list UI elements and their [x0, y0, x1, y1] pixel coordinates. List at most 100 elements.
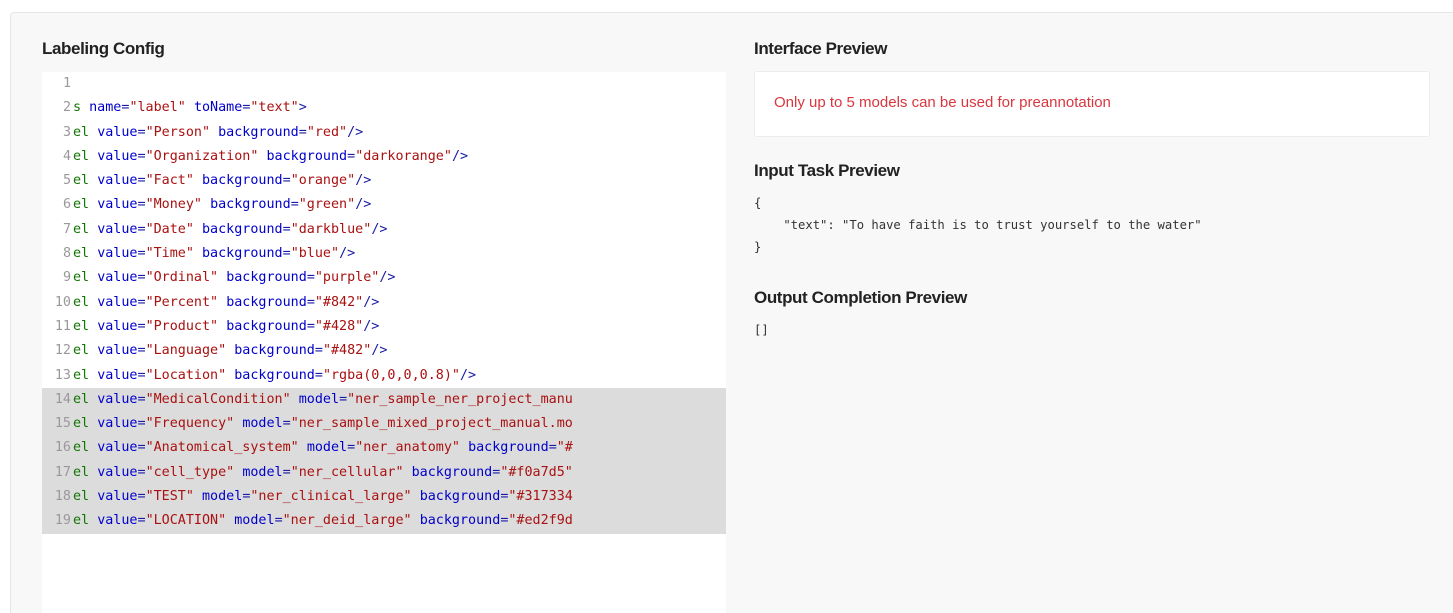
attr-value: "Location" [145, 367, 227, 383]
punctuation: = [339, 391, 348, 407]
attr-value: "Fact" [145, 173, 194, 189]
punctuation: = [298, 124, 307, 140]
attr-value: "#842" [314, 294, 364, 310]
attr-value: "Organization" [145, 148, 259, 164]
punctuation: = [282, 464, 291, 480]
attr-value: "label" [129, 100, 186, 116]
attr-name: model [242, 416, 283, 432]
punctuation: = [347, 148, 356, 164]
punctuation: = [137, 270, 146, 286]
code-text: el value="Percent" background="#842"/> [71, 291, 379, 315]
attr-name: background [226, 318, 307, 334]
attr-name: value [97, 343, 138, 359]
input-task-preview-title: Input Task Preview [754, 161, 900, 180]
attr-value: "# [556, 440, 573, 456]
input-task-json: { "text": "To have faith is to trust you… [754, 196, 1202, 254]
punctuation: /> [339, 246, 356, 262]
line-number: 15 [54, 416, 71, 432]
tag-name: el [73, 173, 90, 189]
punctuation: /> [460, 367, 477, 383]
code-text: el value="MedicalCondition" model="ner_s… [71, 388, 573, 412]
tag-name: el [73, 513, 90, 529]
code-text: el value="Product" background="#428"/> [71, 315, 379, 339]
punctuation: = [137, 367, 146, 383]
attr-value: "green" [298, 197, 356, 213]
line-number: 1 [62, 76, 71, 91]
attr-name: toName [193, 100, 243, 116]
code-text: s name="label" toName="text"> [71, 96, 307, 120]
tag-name: el [73, 197, 90, 213]
code-text: el value="cell_type" model="ner_cellular… [71, 461, 573, 485]
punctuation: /> [371, 343, 388, 359]
attr-name: value [97, 246, 138, 262]
attr-value: "LOCATION" [145, 513, 227, 529]
attr-value: "darkorange" [355, 148, 452, 164]
attr-name: background [234, 343, 315, 359]
attr-value: "ner_anatomy" [355, 440, 460, 456]
attr-name: background [468, 440, 549, 456]
attr-name: value [97, 416, 138, 432]
punctuation: = [290, 197, 299, 213]
code-text: el value="Language" background="#482"/> [71, 339, 387, 363]
attr-name: background [210, 197, 291, 213]
line-number: 17 [54, 464, 71, 480]
punctuation: = [137, 464, 146, 480]
punctuation: /> [371, 221, 388, 237]
punctuation: = [137, 416, 146, 432]
tag-name: el [73, 221, 90, 237]
tag-name: el [73, 440, 90, 456]
attr-value: "TEST" [145, 489, 194, 505]
attr-name: value [97, 464, 138, 480]
punctuation: = [137, 148, 146, 164]
code-text: el value="Location" background="rgba(0,0… [71, 364, 476, 388]
punctuation: = [121, 100, 130, 116]
punctuation: = [492, 464, 501, 480]
attr-name: model [298, 391, 340, 407]
punctuation: = [548, 440, 557, 456]
code-text: el value="Money" background="green"/> [71, 193, 371, 217]
code-line[interactable]: 1 [42, 72, 726, 96]
attr-name: value [97, 124, 138, 140]
punctuation: /> [363, 318, 380, 334]
attr-name: model [202, 489, 243, 505]
punctuation: /> [379, 270, 396, 286]
punctuation: = [306, 318, 315, 334]
attr-value: "Money" [145, 197, 202, 213]
line-number: 10 [54, 294, 71, 310]
code-text: el value="Frequency" model="ner_sample_m… [71, 412, 573, 436]
attr-name: value [97, 270, 138, 286]
line-number: 12 [54, 343, 71, 359]
attr-value: "blue" [290, 246, 340, 262]
attr-name: value [97, 294, 138, 310]
attr-name: value [97, 173, 138, 189]
attr-name: model [242, 464, 283, 480]
attr-name: model [234, 513, 275, 529]
punctuation: = [137, 197, 146, 213]
attr-value: "rgba(0,0,0,0.8)" [322, 367, 460, 383]
tag-name: el [73, 464, 90, 480]
tag-name: el [73, 343, 90, 359]
line-number: 8 [62, 246, 71, 262]
attr-name: background [419, 513, 501, 529]
attr-value: "darkblue" [290, 221, 372, 237]
attr-value: "Time" [145, 246, 194, 262]
